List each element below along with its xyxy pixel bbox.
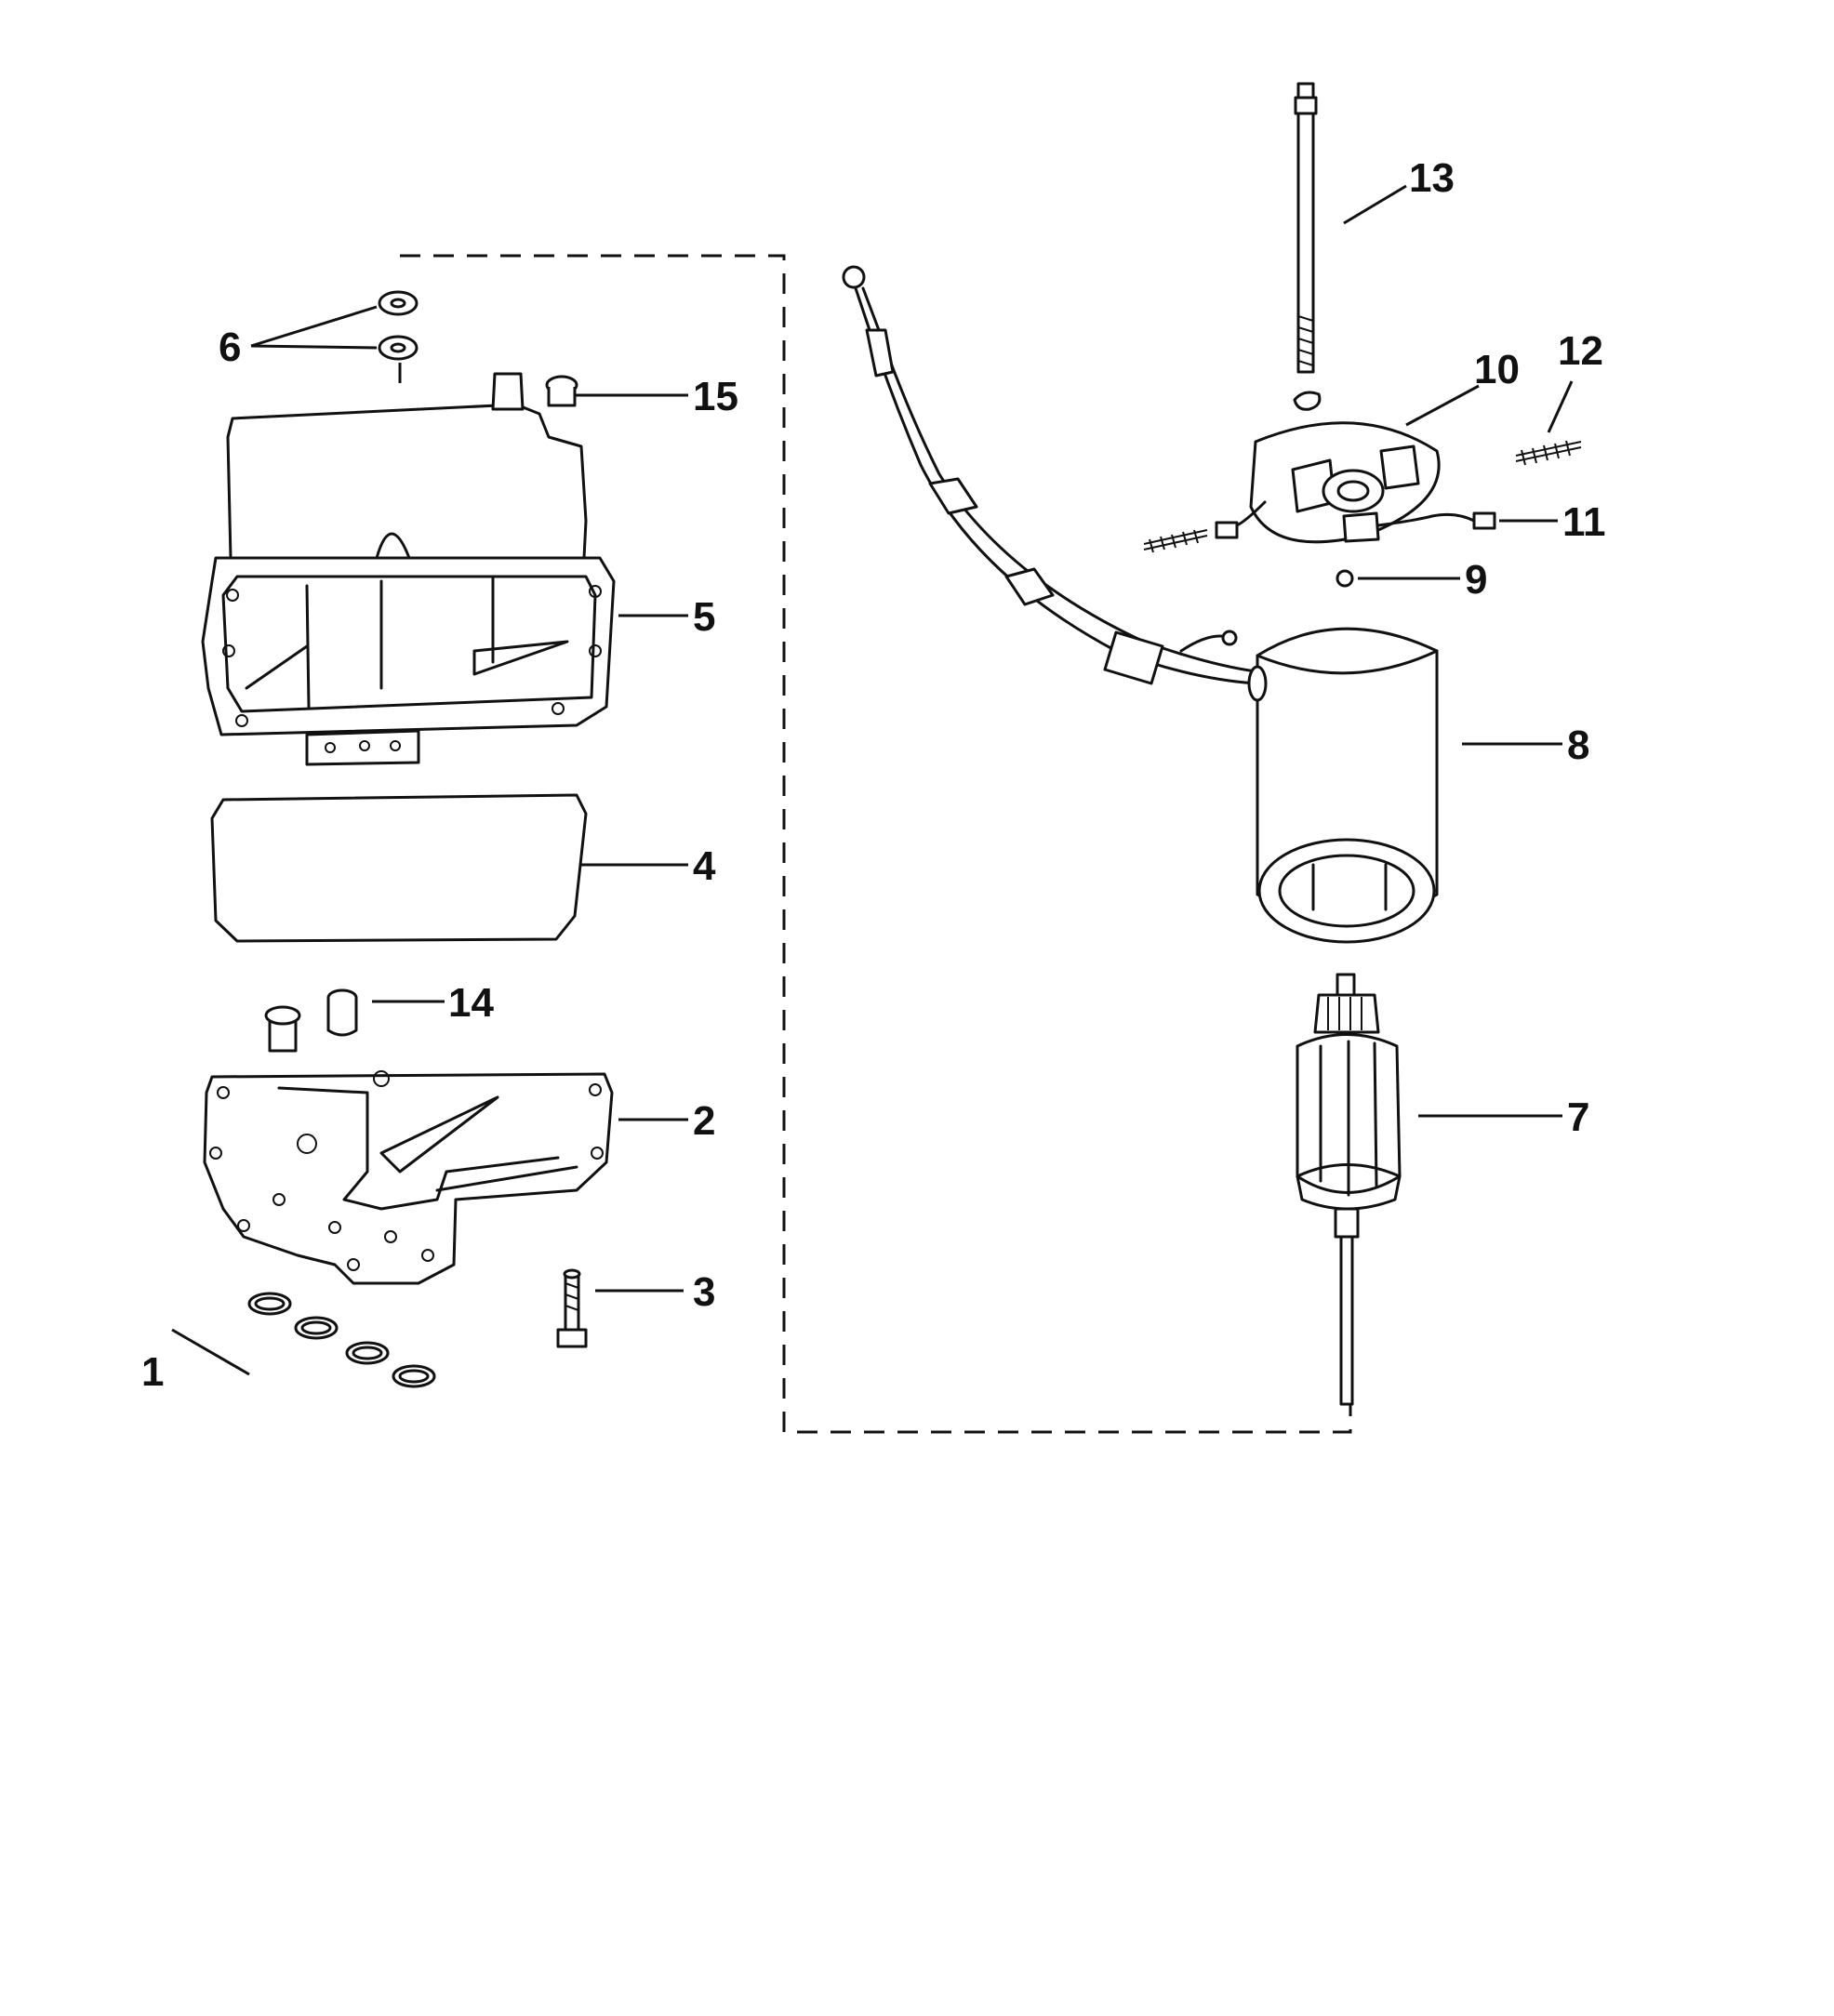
callout-4: 4 (693, 843, 716, 889)
part-8-motor-frame (1247, 627, 1439, 944)
part-9-thrust-washer (1336, 569, 1354, 588)
part-14-bushing (326, 988, 358, 1037)
callout-15: 15 (693, 374, 738, 419)
callout-2: 2 (693, 1098, 715, 1144)
part-13-through-bolt (1293, 82, 1322, 411)
part-6-washers (378, 290, 419, 361)
callout-11: 11 (1562, 499, 1606, 545)
callout-labels: 1 2 3 4 5 6 7 8 9 10 11 12 13 14 15 (141, 155, 1606, 1395)
part-15-plug (545, 375, 578, 407)
part-5-housing (201, 372, 616, 766)
callout-12: 12 (1558, 328, 1603, 374)
part-2-base-plate (203, 1005, 614, 1285)
part-10-brush-plate (1215, 421, 1496, 544)
wiring-harness (842, 265, 1257, 685)
part-12-brush-springs (1143, 440, 1582, 553)
callout-14: 14 (448, 980, 494, 1026)
callout-1: 1 (141, 1349, 164, 1395)
callout-6: 6 (219, 325, 241, 370)
callout-3: 3 (693, 1269, 715, 1315)
callout-9: 9 (1465, 557, 1487, 603)
assembly-bracket-dashed-line (400, 254, 1352, 1434)
callout-8: 8 (1567, 723, 1589, 768)
callout-13: 13 (1409, 155, 1455, 201)
callout-5: 5 (693, 594, 715, 640)
part-1-o-rings (247, 1292, 436, 1388)
part-4-gasket (210, 793, 588, 943)
callout-7: 7 (1567, 1094, 1589, 1140)
callout-10: 10 (1474, 347, 1520, 392)
part-7-armature (1296, 973, 1402, 1406)
part-3-bolt (556, 1268, 588, 1348)
leader-lines (171, 184, 1574, 1376)
